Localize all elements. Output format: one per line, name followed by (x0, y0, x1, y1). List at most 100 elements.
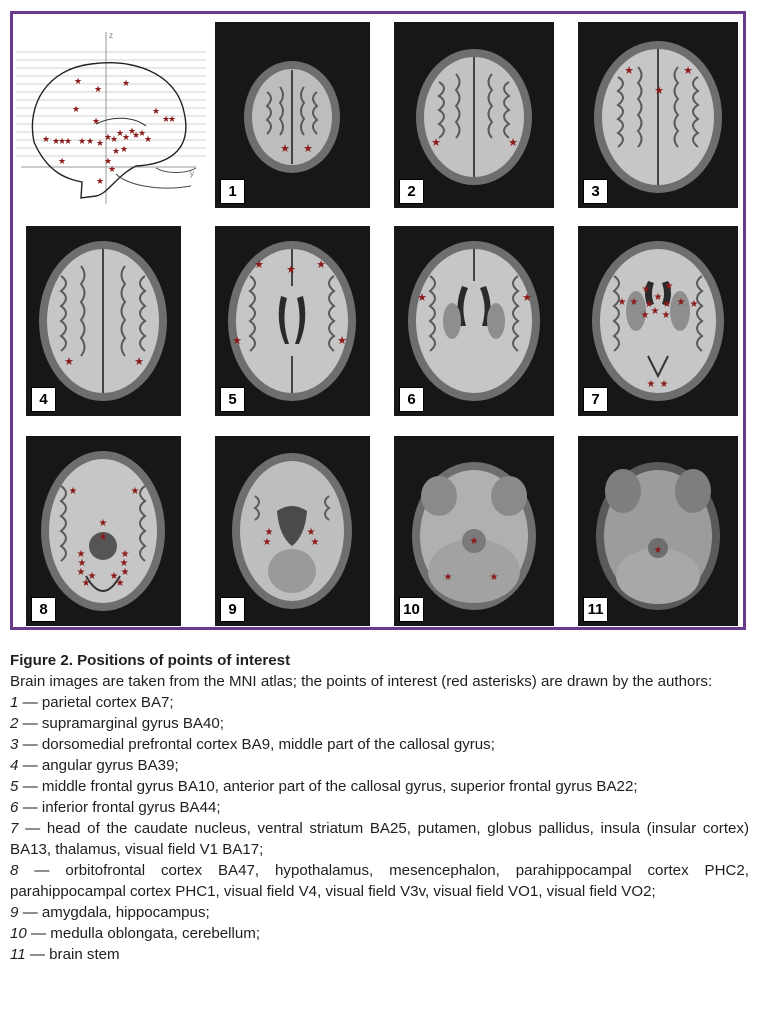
item-text: — orbitofrontal cortex BA47, hypothalamu… (10, 862, 749, 900)
marker-star: ★ (690, 299, 699, 310)
caption-item: 2 — supramarginal gyrus BA40; (10, 713, 749, 734)
marker-star: ★ (662, 310, 671, 321)
marker-star: ★ (120, 558, 129, 569)
marker-star: ★ (78, 558, 87, 569)
item-number: 3 (10, 736, 19, 753)
brain-slice-image: ★★ (244, 61, 340, 173)
sagittal-marker-star: ★ (96, 176, 104, 186)
sagittal-marker-star: ★ (120, 144, 128, 154)
marker-star: ★ (280, 143, 290, 155)
marker-star: ★ (645, 299, 654, 310)
marker-group: ★ (654, 545, 663, 556)
marker-star: ★ (69, 486, 78, 497)
marker-group: ★★★★★★★★★★★★★★ (618, 281, 699, 390)
caption-item: 5 — middle frontal gyrus BA10, anterior … (10, 776, 749, 797)
caption-item: 7 — head of the caudate nucleus, ventral… (10, 818, 749, 860)
brain-panel-9: ★★★★ 9 (215, 436, 370, 626)
caption-item: 4 — angular gyrus BA39; (10, 755, 749, 776)
marker-star: ★ (82, 578, 91, 589)
item-number: 4 (10, 757, 19, 774)
marker-star: ★ (490, 572, 499, 583)
brain-panel-3: ★★★ 3 (578, 22, 738, 208)
marker-star: ★ (77, 567, 86, 578)
item-number: 5 (10, 778, 19, 795)
brain-panel-8: ★★★★★★★★★★★★★★ 8 (26, 436, 181, 626)
marker-star: ★ (651, 306, 660, 317)
marker-star: ★ (254, 259, 264, 271)
panel-number: 1 (220, 179, 245, 204)
item-number: 8 (10, 862, 19, 879)
marker-star: ★ (618, 297, 627, 308)
brain-panel-6: ★★ 6 (394, 226, 554, 416)
figure-frame: z y ★★★★★★★★★★★★★★★★★★★★★★★★★★★★★ ★★ 1 ★… (10, 11, 746, 630)
marker-star: ★ (116, 578, 125, 589)
caption-item: 1 — parietal cortex BA7; (10, 692, 749, 713)
item-number: 7 (10, 820, 19, 837)
brain-slice-image: ★★★★★ (228, 241, 356, 401)
sagittal-markers: ★★★★★★★★★★★★★★★★★★★★★★★★★★★★★ (42, 76, 176, 186)
marker-group: ★★ (431, 137, 518, 149)
panel-number: 5 (220, 387, 245, 412)
item-text: — head of the caudate nucleus, ventral s… (10, 820, 749, 858)
marker-star: ★ (131, 486, 140, 497)
brain-slice-image: ★★★★★★★★★★★★★★ (592, 241, 724, 401)
marker-group: ★★ (280, 143, 313, 155)
marker-star: ★ (134, 356, 144, 368)
sagittal-marker-star: ★ (152, 106, 160, 116)
marker-group: ★★ (417, 292, 532, 304)
sagittal-marker-star: ★ (110, 134, 118, 144)
sagittal-marker-star: ★ (138, 128, 146, 138)
marker-star: ★ (64, 356, 74, 368)
sagittal-marker-star: ★ (64, 136, 72, 146)
marker-star: ★ (110, 571, 119, 582)
marker-star: ★ (508, 137, 518, 149)
marker-group: ★★★ (624, 65, 693, 97)
figure-caption: Figure 2. Positions of points of interes… (10, 650, 749, 965)
item-number: 1 (10, 694, 19, 711)
sagittal-marker-star: ★ (92, 116, 100, 126)
brain-slice-image: ★ (596, 462, 720, 610)
marker-group: ★★ (64, 356, 144, 368)
brain-panel-1: ★★ 1 (215, 22, 370, 208)
marker-star: ★ (683, 65, 693, 77)
marker-star: ★ (630, 297, 639, 308)
panel-number: 10 (399, 597, 424, 622)
panel-number: 9 (220, 597, 245, 622)
sagittal-marker-star: ★ (104, 132, 112, 142)
axis-label-y: y (190, 169, 194, 178)
item-text: — angular gyrus BA39; (18, 757, 179, 774)
item-number: 10 (10, 925, 27, 942)
sagittal-marker-star: ★ (122, 132, 130, 142)
marker-group: ★★★★ (263, 527, 320, 548)
brain-panel-7: ★★★★★★★★★★★★★★ 7 (578, 226, 738, 416)
marker-star: ★ (286, 264, 296, 276)
sagittal-marker-star: ★ (72, 104, 80, 114)
sagittal-marker-star: ★ (168, 114, 176, 124)
marker-star: ★ (303, 143, 313, 155)
marker-group: ★★★★★★★★★★★★★★ (69, 486, 140, 589)
marker-star: ★ (641, 310, 650, 321)
panel-number: 3 (583, 179, 608, 204)
item-text: — amygdala, hippocampus; (18, 904, 210, 921)
sagittal-marker-star: ★ (112, 146, 120, 156)
item-text: — parietal cortex BA7; (18, 694, 174, 711)
marker-star: ★ (470, 536, 479, 547)
caption-intro: Brain images are taken from the MNI atla… (10, 673, 713, 690)
marker-group: ★ ★ ★ (444, 536, 499, 583)
brain-panel-11: ★ 11 (578, 436, 738, 626)
brain-slice-image: ★★★★★★★★★★★★★★ (41, 451, 165, 611)
sagittal-marker-star: ★ (96, 138, 104, 148)
marker-star: ★ (642, 284, 651, 295)
panel-number: 11 (583, 597, 608, 622)
sagittal-marker-star: ★ (128, 126, 136, 136)
marker-star: ★ (444, 572, 453, 583)
item-text: — dorsomedial prefrontal cortex BA9, mid… (18, 736, 495, 753)
sagittal-marker-star: ★ (104, 156, 112, 166)
brain-slice-image: ★★ (416, 49, 532, 185)
marker-star: ★ (654, 545, 663, 556)
sagittal-marker-star: ★ (74, 76, 82, 86)
marker-star: ★ (307, 527, 316, 538)
marker-star: ★ (77, 549, 86, 560)
marker-star: ★ (337, 335, 347, 347)
item-text: — inferior frontal gyrus BA44; (18, 799, 221, 816)
